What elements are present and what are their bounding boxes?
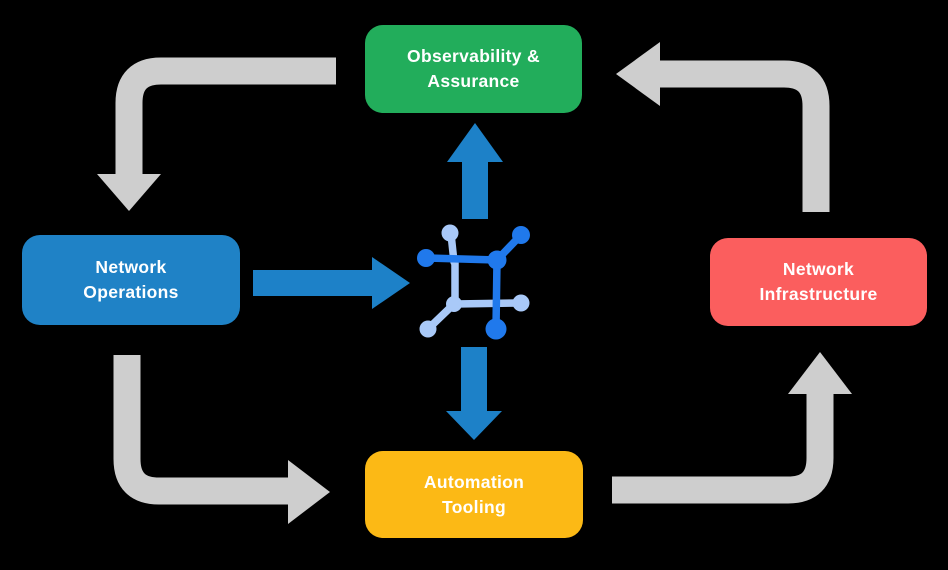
node-label-line1: Network bbox=[782, 259, 855, 280]
node-network-infrastructure: Network Infrastructure bbox=[710, 238, 927, 326]
arrow-center-to-automation bbox=[446, 347, 502, 440]
arrow-observability-to-operations bbox=[97, 57, 336, 211]
node-label-line1: Observability & bbox=[407, 46, 540, 67]
node-label-line1: Automation bbox=[423, 471, 525, 492]
arrow-automation-to-infrastructure bbox=[612, 352, 852, 504]
node-label-line2: Operations bbox=[83, 282, 179, 302]
network-mesh-icon bbox=[417, 224, 530, 340]
node-label-line2: Tooling bbox=[442, 496, 506, 517]
node-label-line2: Infrastructure bbox=[759, 284, 878, 304]
node-label-line2: Assurance bbox=[427, 71, 520, 91]
arrow-center-to-observability bbox=[447, 123, 503, 219]
node-network-operations: Network Operations bbox=[22, 235, 240, 325]
arrow-operations-to-center bbox=[253, 257, 410, 309]
arrow-infrastructure-to-observability bbox=[616, 42, 830, 212]
node-observability-assurance: Observability & Assurance bbox=[365, 25, 582, 113]
arrow-operations-to-automation bbox=[113, 355, 330, 524]
node-label-line1: Network bbox=[95, 257, 167, 278]
node-automation-tooling: Automation Tooling bbox=[365, 451, 583, 538]
